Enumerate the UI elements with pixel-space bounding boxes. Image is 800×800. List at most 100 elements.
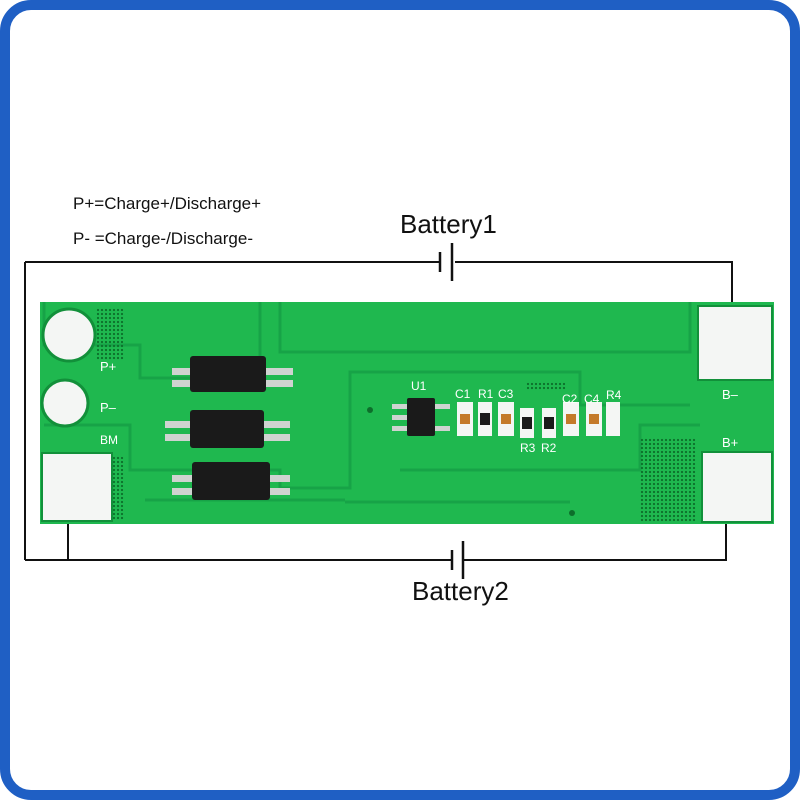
via-dot — [692, 498, 696, 502]
via-dot — [676, 490, 680, 494]
via-dot — [116, 508, 120, 512]
via-dot — [104, 316, 108, 320]
via-dot — [96, 316, 100, 320]
via-dot — [100, 336, 104, 340]
via-dot — [668, 462, 672, 466]
via-dot — [542, 386, 546, 390]
via-dot — [668, 494, 672, 498]
via-dot — [116, 500, 120, 504]
via-dot — [668, 474, 672, 478]
via-dot — [680, 510, 684, 514]
via-dot — [656, 486, 660, 490]
via-dot — [108, 328, 112, 332]
via-dot — [648, 486, 652, 490]
via-dot — [688, 482, 692, 486]
via-dot — [668, 450, 672, 454]
via-dot — [120, 336, 124, 340]
via-dot — [100, 320, 104, 324]
via-dot — [688, 450, 692, 454]
via-dot — [648, 490, 652, 494]
via-dot — [116, 324, 120, 328]
via-dot — [648, 498, 652, 502]
via-dot — [554, 386, 558, 390]
via-dot — [640, 482, 644, 486]
via-dot — [104, 356, 108, 360]
via-dot — [652, 478, 656, 482]
via-dot — [688, 506, 692, 510]
via-dot — [644, 470, 648, 474]
via-dot — [640, 454, 644, 458]
via-dot — [652, 482, 656, 486]
via-dot — [648, 450, 652, 454]
via-dot — [688, 438, 692, 442]
copper-pour — [42, 302, 700, 504]
label-r1: R1 — [478, 387, 494, 401]
via-grid-top — [526, 382, 566, 390]
via-dot — [680, 502, 684, 506]
via-dot — [538, 382, 542, 386]
via-dot — [640, 458, 644, 462]
via-dot — [656, 506, 660, 510]
b-minus-pad — [697, 305, 773, 381]
via-dot — [112, 352, 116, 356]
via-dot — [120, 488, 124, 492]
via-dot — [692, 490, 696, 494]
via-dot — [676, 442, 680, 446]
via-dot — [664, 446, 668, 450]
via-dot — [100, 348, 104, 352]
via-dot — [680, 506, 684, 510]
via-dot — [664, 474, 668, 478]
via-dot — [672, 438, 676, 442]
via-dot — [692, 510, 696, 514]
via-dot — [648, 466, 652, 470]
via-dot — [640, 502, 644, 506]
via-dot — [116, 356, 120, 360]
via-dot — [644, 506, 648, 510]
via-dot — [530, 386, 534, 390]
via-dot — [640, 442, 644, 446]
via-dot — [104, 336, 108, 340]
via-dot — [640, 474, 644, 478]
via-dot — [652, 514, 656, 518]
via-dot — [664, 494, 668, 498]
via-dot — [692, 506, 696, 510]
via-dot — [676, 502, 680, 506]
via-dot — [120, 472, 124, 476]
label-c1: C1 — [455, 387, 471, 401]
via-dot — [640, 506, 644, 510]
via-dot — [684, 514, 688, 518]
via-dot — [652, 466, 656, 470]
via-dot — [112, 512, 116, 516]
via-dot — [684, 458, 688, 462]
via-dot — [688, 442, 692, 446]
via-dot — [684, 442, 688, 446]
via-dot — [692, 454, 696, 458]
via-dot — [668, 478, 672, 482]
via-dot — [120, 352, 124, 356]
via-dot — [664, 514, 668, 518]
via-dot — [640, 510, 644, 514]
via-dot — [684, 518, 688, 522]
via-dot — [116, 348, 120, 352]
via-dot — [660, 506, 664, 510]
via-dot — [112, 456, 116, 460]
via-dot — [108, 352, 112, 356]
via-dot — [664, 438, 668, 442]
label-bm: BM — [100, 433, 118, 447]
via-dot — [644, 490, 648, 494]
battery2-symbol — [450, 541, 465, 579]
via-dot — [112, 488, 116, 492]
via-dot — [640, 446, 644, 450]
via-dot — [692, 486, 696, 490]
label-c4: C4 — [584, 392, 600, 406]
via-dot — [120, 328, 124, 332]
via-dot — [648, 474, 652, 478]
via-dot — [656, 466, 660, 470]
via-dot — [648, 470, 652, 474]
via-dot — [96, 324, 100, 328]
via-dot — [676, 458, 680, 462]
via-dot — [660, 458, 664, 462]
